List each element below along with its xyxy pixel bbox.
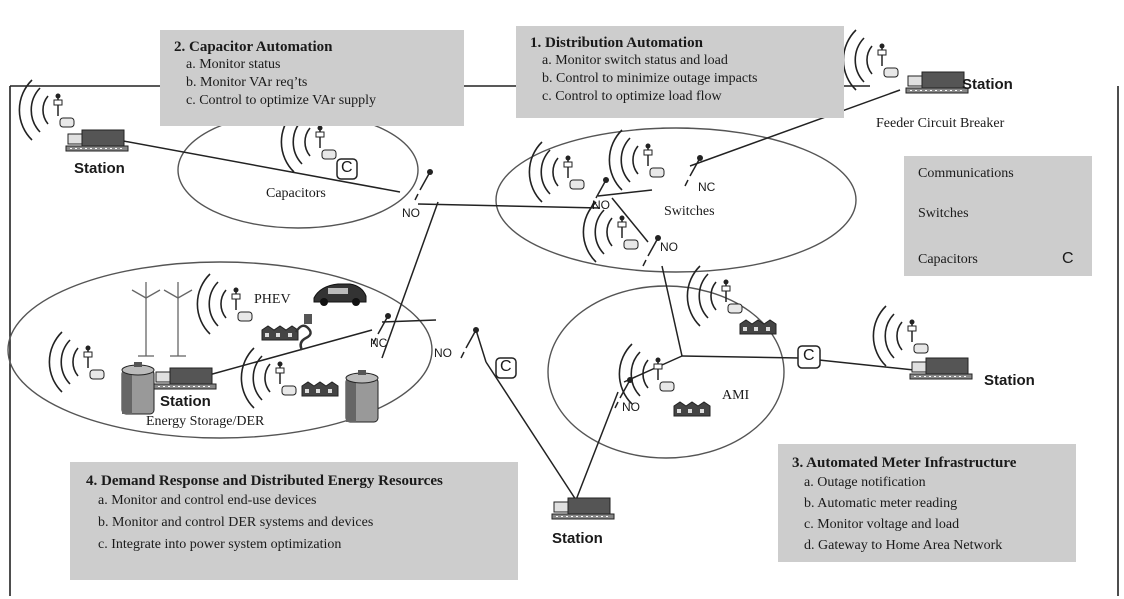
plug-icon [294, 314, 312, 351]
station-top-left [65, 129, 129, 152]
switch-state-label: NC [698, 180, 716, 194]
switch-state-label: NO [434, 346, 452, 360]
house-der-a [261, 325, 299, 341]
panel-item: a. Monitor and control end-use devices [98, 493, 317, 508]
station-top-right [905, 71, 969, 94]
phev-label: PHEV [254, 292, 291, 307]
panel-title: 3. Automated Meter Infrastructure [792, 455, 1017, 471]
energy-storage-area-label: Energy Storage/DER [146, 414, 265, 429]
battery-right [345, 369, 379, 423]
switches-area-label: Switches [664, 204, 715, 219]
panel-title: 4. Demand Response and Distributed Energ… [86, 473, 443, 489]
ami-area-label: AMI [722, 388, 750, 403]
battery-left [121, 361, 155, 415]
comm-der-c [240, 347, 297, 409]
legend-capacitors-label: Capacitors [918, 252, 978, 267]
capacitor-automation-panel: 2. Capacitor Automation a. Monitor statu… [160, 30, 464, 126]
capacitors-area-label: Capacitors [266, 186, 326, 201]
switch-state-label: NO [402, 206, 420, 220]
ami-zone [547, 285, 785, 459]
panel-item: b. Monitor and control DER systems and d… [98, 515, 374, 530]
panel-item: a. Outage notification [804, 475, 926, 490]
capacitor-symbol-ami [797, 345, 821, 369]
capacitor-symbol-feeder [495, 357, 517, 379]
panel-item: d. Gateway to Home Area Network [804, 538, 1003, 553]
panel-item: c. Control to optimize load flow [542, 89, 722, 104]
panel-item: a. Monitor status [186, 57, 281, 72]
comm-switches-b [608, 129, 665, 191]
station-label-der: Station [160, 393, 211, 410]
capacitor-symbol-zone [336, 158, 358, 180]
station-label-bottom: Station [552, 530, 603, 547]
panel-title: 2. Capacitor Automation [174, 39, 333, 55]
comm-der-b [196, 273, 253, 335]
energy-storage-zone [7, 261, 433, 439]
demand-response-panel: 4. Demand Response and Distributed Energ… [70, 462, 518, 580]
wind-turbines [131, 282, 193, 357]
comm-right-station [872, 305, 929, 367]
comm-ami-b [618, 343, 675, 405]
legend-capacitor-letter: C [1062, 250, 1074, 267]
station-label-right: Station [984, 372, 1035, 389]
ami-panel: 3. Automated Meter Infrastructure a. Out… [778, 444, 1076, 562]
switch-der-b [460, 326, 480, 359]
panel-item: c. Integrate into power system optimizat… [98, 537, 342, 552]
panel-item: b. Automatic meter reading [804, 496, 958, 511]
house-der-b [301, 381, 339, 397]
panel-title: 1. Distribution Automation [530, 35, 703, 51]
station-der [153, 367, 217, 390]
comm-station-top-left [18, 79, 75, 141]
panel-item: b. Monitor VAr req’ts [186, 75, 308, 90]
house-ami-a [739, 319, 777, 335]
phev-car [313, 283, 367, 306]
capacitors-zone [177, 111, 419, 229]
comm-top-right [842, 29, 899, 91]
station-bottom [551, 497, 615, 520]
switch-state-label: NO [592, 198, 610, 212]
panel-item: b. Control to minimize outage impacts [542, 71, 758, 86]
switches-zone [495, 127, 857, 273]
house-ami-b [673, 401, 711, 417]
comm-switches-a [528, 141, 585, 203]
panel-item: c. Monitor voltage and load [804, 517, 960, 532]
switch-state-label: NO [660, 240, 678, 254]
panel-item: c. Control to optimize VAr supply [186, 93, 377, 108]
legend-panel: Communications Switches Capacitors [904, 156, 1092, 276]
comm-ami-a [686, 265, 743, 327]
legend-switches-label: Switches [918, 206, 969, 221]
comm-der-a [48, 331, 105, 393]
station-label-top-right: Station [962, 76, 1013, 93]
legend-communications-label: Communications [918, 166, 1014, 181]
distribution-automation-panel: 1. Distribution Automation a. Monitor sw… [516, 26, 844, 118]
capacitor-symbol-letter: C [500, 358, 512, 375]
station-right [909, 357, 973, 380]
station-label-top-left: Station [74, 160, 125, 177]
capacitor-symbol-letter: C [341, 159, 353, 176]
feeder-breaker-label: Feeder Circuit Breaker [876, 116, 1005, 131]
capacitor-symbol-letter: C [803, 347, 815, 364]
feeder-lines [117, 89, 915, 501]
switch-state-label: NC [370, 336, 388, 350]
panel-item: a. Monitor switch status and load [542, 53, 728, 68]
switch-state-label: NO [622, 400, 640, 414]
